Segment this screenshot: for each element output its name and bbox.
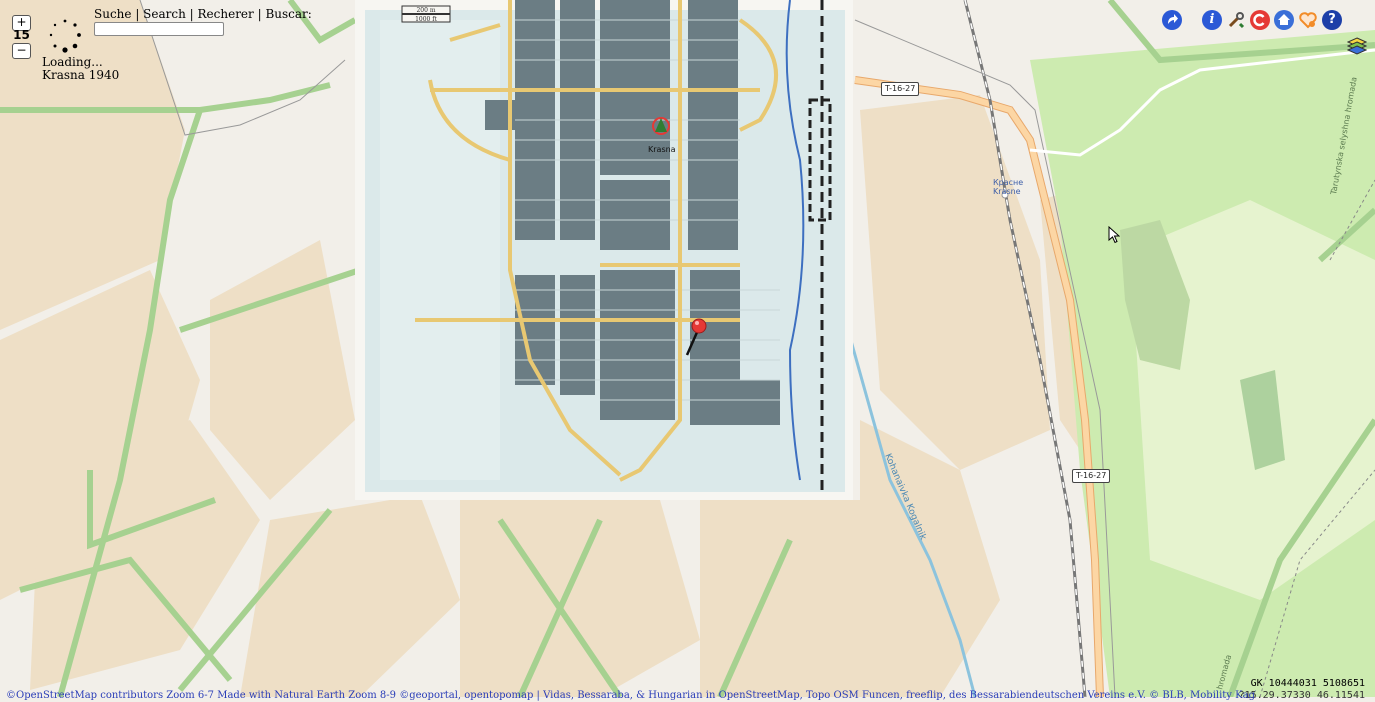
red-pin-icon[interactable] <box>691 318 707 334</box>
loading-text: Loading... <box>42 55 103 69</box>
overlay-streets <box>415 0 778 482</box>
coordinate-readout-gk: GK 10444031 5108651 <box>1250 678 1365 689</box>
copyright-icon[interactable] <box>1250 10 1270 30</box>
home-icon[interactable] <box>1274 10 1294 30</box>
road-ref-label-1: T-16-27 <box>881 82 920 96</box>
minor-road <box>1029 48 1375 157</box>
forest-patch <box>1240 370 1285 470</box>
scrub-patch <box>1120 220 1190 370</box>
road-ref-label-2: T-16-27 <box>1072 469 1111 483</box>
help-icon[interactable]: ? <box>1322 10 1342 30</box>
historical-map-overlay[interactable]: 200 m 1000 ft Krasna <box>355 0 853 500</box>
zoom-level: 15 <box>13 28 30 42</box>
layer-title: Krasna 1940 <box>42 68 120 82</box>
overlay-scale-label-2: 1000 ft <box>415 16 437 23</box>
admin-boundary <box>139 0 346 136</box>
forward-arrow-icon[interactable] <box>1162 10 1182 30</box>
loading-spinner-icon <box>49 19 81 53</box>
coordinate-readout-latlon: ?15.29.37330 46.11541 <box>1238 690 1365 701</box>
favorites-icon[interactable] <box>1298 10 1318 30</box>
overlay-place-label: Krasna <box>648 145 676 154</box>
info-icon[interactable]: i <box>1202 10 1222 30</box>
overlay-parcel-lines <box>515 19 780 401</box>
major-road <box>854 77 1103 697</box>
attribution-text[interactable]: ©OpenStreetMap contributors Zoom 6-7 Mad… <box>6 690 1256 701</box>
zoom-in-button[interactable]: + <box>12 15 31 31</box>
mouse-cursor-icon <box>1108 226 1120 244</box>
search-label: Suche | Search | Recherer | Buscar: <box>94 7 312 21</box>
village-label-ua: Красне <box>993 178 1024 187</box>
river-line <box>846 329 977 697</box>
farmland-parcels <box>0 0 1130 697</box>
tools-icon[interactable] <box>1226 10 1246 30</box>
overlay-scale-label-1: 200 m <box>416 7 435 14</box>
village-label-lat: Krasne <box>993 187 1021 196</box>
search-input[interactable] <box>94 22 224 36</box>
layer-switcher-icon[interactable] <box>1347 37 1367 55</box>
zoom-out-button[interactable]: − <box>12 43 31 59</box>
